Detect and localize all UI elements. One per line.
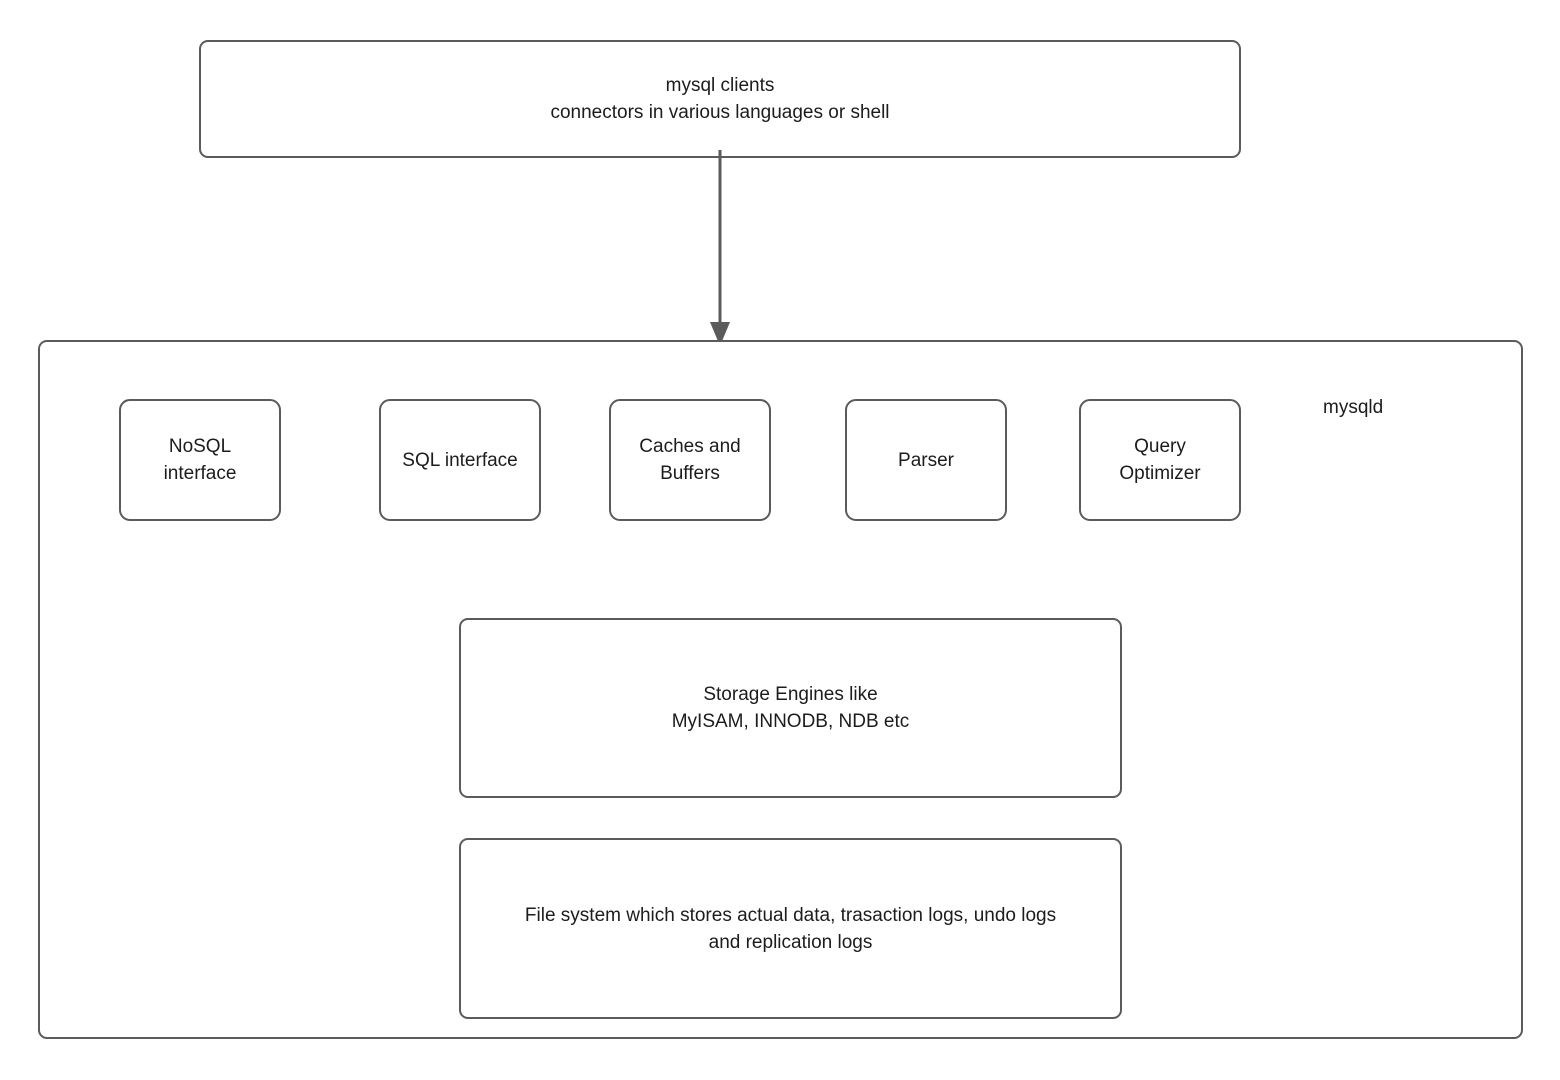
mysqld-caption-label: mysqld — [1323, 397, 1384, 418]
node-nosql-interface[interactable]: NoSQL interface — [119, 399, 281, 521]
node-file-system[interactable]: File system which stores actual data, tr… — [459, 838, 1122, 1019]
node-file-system-label: File system which stores actual data, tr… — [524, 904, 1057, 953]
node-nosql-interface-label: NoSQL interface — [163, 436, 237, 484]
node-caches-and-buffers[interactable]: Caches and Buffers — [609, 399, 771, 521]
node-query-optimizer[interactable]: Query Optimizer — [1079, 399, 1241, 521]
node-mysql-clients[interactable]: mysql clients connectors in various lang… — [199, 40, 1241, 158]
node-mysql-clients-label: mysql clients connectors in various lang… — [550, 75, 890, 123]
node-parser-label: Parser — [898, 449, 954, 471]
node-caches-and-buffers-label: Caches and Buffers — [639, 436, 741, 484]
connector-clients-to-mysqld — [710, 150, 730, 346]
node-storage-engines-label: Storage Engines like MyISAM, INNODB, NDB… — [671, 684, 910, 732]
node-query-optimizer-label: Query Optimizer — [1119, 436, 1201, 484]
node-sql-interface-label: SQL interface — [402, 449, 518, 471]
node-parser[interactable]: Parser — [845, 399, 1007, 521]
node-sql-interface[interactable]: SQL interface — [379, 399, 541, 521]
node-storage-engines[interactable]: Storage Engines like MyISAM, INNODB, NDB… — [459, 618, 1122, 798]
